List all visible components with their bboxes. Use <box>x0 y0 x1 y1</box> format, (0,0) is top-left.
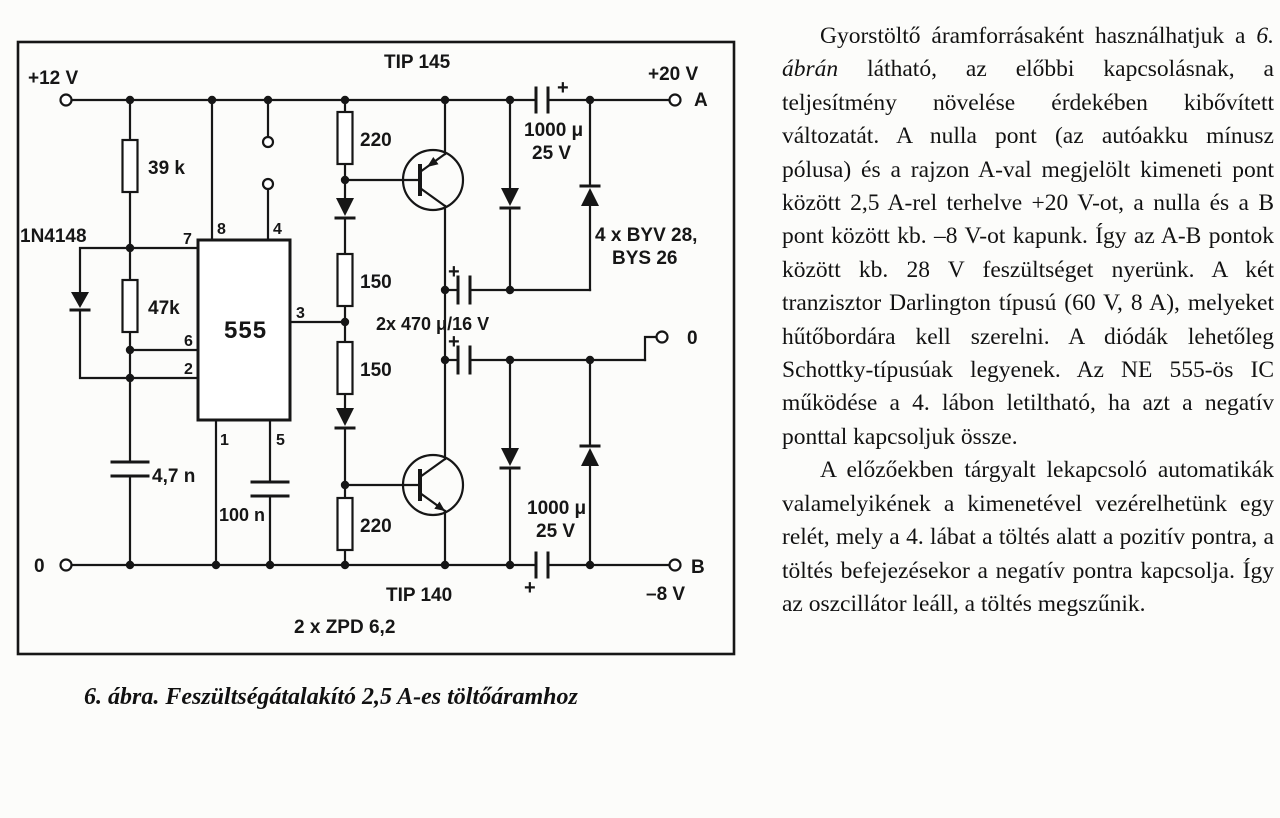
polarity-plus-bottom: + <box>524 577 536 599</box>
transistor-tip140 <box>401 453 465 517</box>
label-1n4148: 1N4148 <box>20 226 87 247</box>
diode-1n4148 <box>69 292 91 312</box>
label-tip145: TIP 145 <box>384 52 451 73</box>
label-diode-group-2: BYS 26 <box>612 248 677 269</box>
pin-5: 5 <box>276 432 285 449</box>
article-column: Gyorstöltő áramforrásaként használhatjuk… <box>782 20 1274 621</box>
polarity-plus-cap2: + <box>448 331 460 353</box>
label-150-b: 150 <box>360 360 392 381</box>
label-555: 555 <box>224 317 267 344</box>
zener-diode-2 <box>334 408 356 430</box>
paragraph-2: A előzőekben tárgyalt lekapcsoló automat… <box>782 457 1274 617</box>
label-terminal-a: A <box>694 90 708 111</box>
pin-2: 2 <box>184 361 193 378</box>
label-39k: 39 k <box>148 158 185 179</box>
label-tip140: TIP 140 <box>386 585 452 606</box>
figure-reference-italic: 6. ábrán <box>782 23 1274 83</box>
terminal-plus12 <box>59 93 73 107</box>
label-47k: 47k <box>148 298 180 319</box>
label-100n: 100 n <box>219 505 265 525</box>
label-diode-group-1: 4 x BYV 28, <box>595 225 697 246</box>
label-minus8v: –8 V <box>646 584 685 605</box>
pin-6: 6 <box>184 333 193 350</box>
rectifier-diode-2 <box>579 184 601 206</box>
terminal-0-right <box>655 330 669 344</box>
label-470u: 2x 470 μ/16 V <box>376 314 489 334</box>
resistor-47k <box>121 278 139 334</box>
pin-4: 4 <box>273 221 282 238</box>
capacitor-470u-1 <box>456 275 472 305</box>
label-150-a: 150 <box>360 272 392 293</box>
figure-caption: 6. ábra. Feszültségátalakító 2,5 A-es tö… <box>84 684 578 710</box>
capacitor-470u-2 <box>456 345 472 375</box>
pin4-jumper-contacts <box>261 135 275 191</box>
resistor-220-top <box>336 110 354 166</box>
label-cap-top-value: 1000 μ <box>524 120 583 141</box>
terminal-0-left <box>59 558 73 572</box>
resistor-39k <box>121 138 139 194</box>
label-4n7: 4,7 n <box>152 466 195 487</box>
ic-555-body <box>196 238 292 422</box>
paragraph-1-text-cont: látható, az előbbi kapcsolásnak, a telje… <box>782 56 1274 450</box>
terminal-b <box>668 558 682 572</box>
paragraph-1-text: Gyorstöltő áramforrásaként használhatjuk… <box>820 23 1257 49</box>
label-0-left: 0 <box>34 556 45 577</box>
label-cap-bottom-value: 1000 μ <box>527 498 586 519</box>
terminal-a <box>668 93 682 107</box>
rectifier-diode-1 <box>499 188 521 210</box>
pin-1: 1 <box>220 432 229 449</box>
capacitor-4n7 <box>110 460 150 478</box>
label-terminal-b: B <box>691 557 705 578</box>
label-plus12v: +12 V <box>28 68 79 89</box>
polarity-plus-top: + <box>557 77 569 99</box>
label-cap-bottom-voltage: 25 V <box>536 521 575 542</box>
capacitor-1000u-top <box>534 86 550 114</box>
label-plus20v: +20 V <box>648 64 699 85</box>
capacitor-1000u-bottom <box>534 551 550 579</box>
paragraph-1: Gyorstöltő áramforrásaként használhatjuk… <box>782 20 1274 454</box>
pin-8: 8 <box>217 221 226 238</box>
resistor-220-bottom <box>336 496 354 552</box>
polarity-plus-cap1: + <box>448 261 460 283</box>
circuit-schematic: +12 V TIP 145 +20 V A + 1000 μ 25 V 39 k… <box>16 40 736 656</box>
resistor-150-b <box>336 340 354 396</box>
label-220-top: 220 <box>360 130 392 151</box>
circuit-figure: +12 V TIP 145 +20 V A + 1000 μ 25 V 39 k… <box>16 40 736 656</box>
label-cap-top-voltage: 25 V <box>532 143 571 164</box>
resistor-150-a <box>336 252 354 308</box>
pin-3: 3 <box>296 305 305 322</box>
capacitor-100n <box>250 480 290 498</box>
transistor-tip145 <box>401 148 465 212</box>
label-0-right: 0 <box>687 328 698 349</box>
label-220-bottom: 220 <box>360 516 392 537</box>
rectifier-diode-3 <box>499 448 521 470</box>
figure-border <box>16 40 736 656</box>
junction-dots <box>125 95 595 570</box>
zener-diode-1 <box>334 198 356 220</box>
pin-7: 7 <box>183 231 192 248</box>
rectifier-diode-4 <box>579 444 601 466</box>
label-zpd: 2 x ZPD 6,2 <box>294 617 395 638</box>
